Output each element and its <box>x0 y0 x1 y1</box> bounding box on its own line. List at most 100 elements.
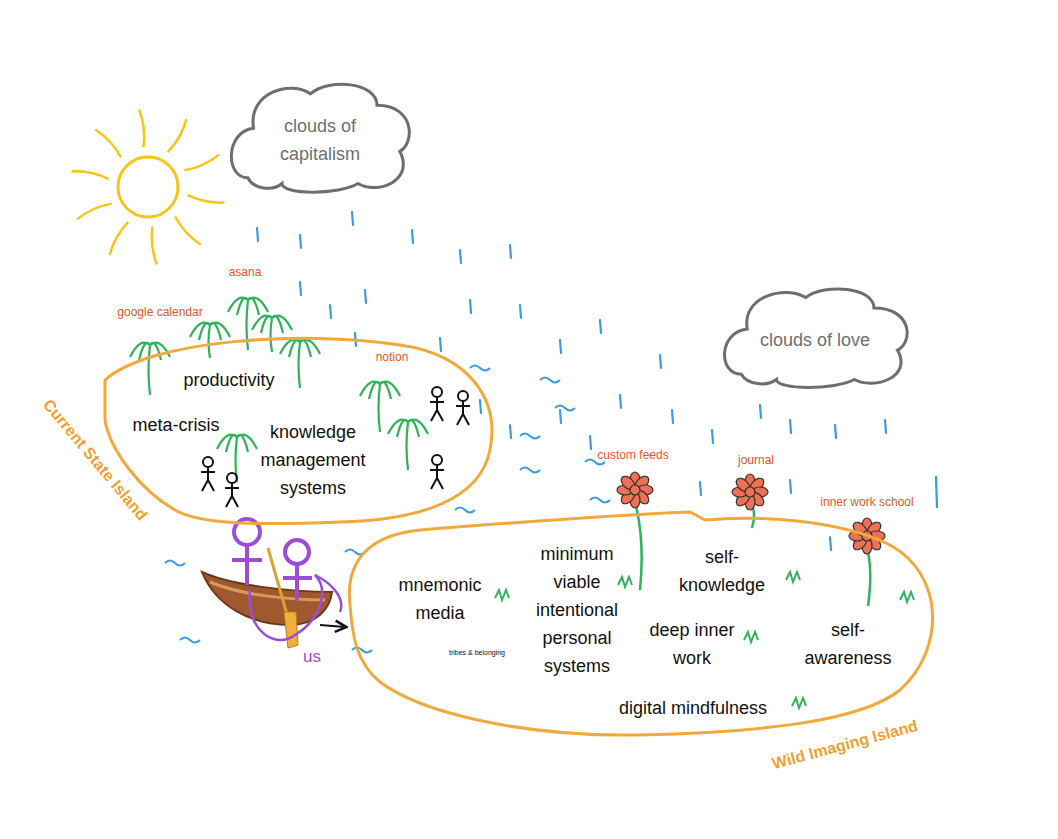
raindrop <box>560 410 561 423</box>
person-body <box>283 564 312 600</box>
tool-label: asana <box>229 265 262 279</box>
water-wave <box>180 638 200 643</box>
grass-tuft <box>618 577 632 587</box>
figure-body <box>430 397 444 421</box>
palm-frond <box>226 435 237 452</box>
palm-trunk <box>271 318 273 352</box>
raindrop <box>257 228 258 241</box>
water-wave <box>540 378 560 383</box>
figure-body <box>456 401 470 425</box>
sun-ray <box>187 195 224 203</box>
tool-label: notion <box>376 350 409 364</box>
palm-tree <box>280 340 320 388</box>
stick-figure <box>225 473 239 507</box>
sun-ray <box>95 130 121 158</box>
island-item: deep inner work <box>642 616 742 672</box>
island-item: mnemonic media <box>393 571 488 627</box>
water-wave <box>520 468 540 473</box>
raindrop <box>510 245 511 258</box>
palm-frond <box>237 298 248 315</box>
figure-head <box>203 457 213 467</box>
palm-frond <box>380 382 391 399</box>
raindrop <box>790 420 791 433</box>
raindrop <box>700 482 701 495</box>
cloud-shape: clouds of love <box>718 285 913 390</box>
palm-trunk <box>247 300 249 350</box>
palm-frond <box>248 298 268 312</box>
palm-frond <box>272 316 283 333</box>
cloud-path <box>725 289 908 387</box>
flowers <box>617 472 885 606</box>
grass-tuft <box>792 698 806 708</box>
raindrop <box>590 436 591 449</box>
oar-blade <box>284 612 298 648</box>
raindrop <box>300 235 301 248</box>
palm-frond <box>210 323 230 337</box>
tool-label: custom feeds <box>597 448 668 462</box>
sun-ray <box>168 119 187 152</box>
grass-tuft <box>786 572 800 582</box>
palm-tree <box>388 420 428 470</box>
island-item: self-knowledge <box>672 543 772 599</box>
palm-trunk <box>407 422 409 470</box>
figure-body <box>225 483 239 507</box>
sun-ray <box>110 222 129 255</box>
island-item: self-awareness <box>798 616 898 672</box>
flower-stem <box>867 548 870 606</box>
palm-frond <box>289 340 300 357</box>
palm-frond <box>237 435 257 449</box>
raindrop <box>470 300 471 313</box>
grass-tuft <box>495 590 509 600</box>
raindrop <box>790 480 791 493</box>
raindrop <box>412 230 413 243</box>
raindrop <box>760 405 761 418</box>
island-item: digital mindfulness <box>593 694 793 722</box>
raindrop <box>510 425 511 438</box>
palm-frond <box>248 298 259 315</box>
stick-figure <box>430 387 444 421</box>
figure-head <box>432 455 442 465</box>
figure-head <box>432 387 442 397</box>
water-wave <box>590 498 610 503</box>
water-wave <box>352 648 372 653</box>
island-path <box>105 338 492 523</box>
palm-frond <box>300 340 311 357</box>
raindrop <box>672 410 673 423</box>
grass-tuft <box>744 632 758 642</box>
raindrop <box>620 395 621 408</box>
palm-trunk <box>379 384 381 432</box>
palm-frond <box>237 435 248 452</box>
raindrop <box>712 430 713 443</box>
canoe-rim <box>210 582 325 600</box>
water-wave <box>165 561 185 566</box>
sun-ray <box>72 171 109 179</box>
raindrop <box>520 305 521 318</box>
palm-tree <box>130 343 170 395</box>
raindrop <box>480 400 481 413</box>
island-shape: Current State Islandproductivitymeta-cri… <box>25 325 505 540</box>
palm-frond <box>261 316 272 333</box>
stick-figure <box>201 457 215 491</box>
rain <box>257 212 937 550</box>
tool-label: google calendar <box>117 305 202 319</box>
palm-trunk <box>299 342 301 388</box>
sun-ray <box>184 155 219 171</box>
island-item: knowledge management systems <box>251 418 376 502</box>
palm-tree <box>252 316 292 352</box>
stick-figure <box>456 391 470 425</box>
raindrop <box>300 282 301 295</box>
raindrop <box>460 250 461 263</box>
sun-disc <box>118 157 178 217</box>
sun-ray <box>152 227 157 265</box>
palm-frond <box>300 340 320 354</box>
cloud-label: clouds of love <box>755 326 875 354</box>
group-label: us <box>303 647 321 667</box>
island-item: tribes & belonging <box>432 648 522 658</box>
island-item: minimum viable intentional personal syst… <box>527 540 627 680</box>
palm-trunk <box>149 345 151 395</box>
raindrop <box>830 537 831 550</box>
us-loop <box>249 575 341 640</box>
raindrop <box>440 338 441 351</box>
flower-center <box>745 487 755 497</box>
